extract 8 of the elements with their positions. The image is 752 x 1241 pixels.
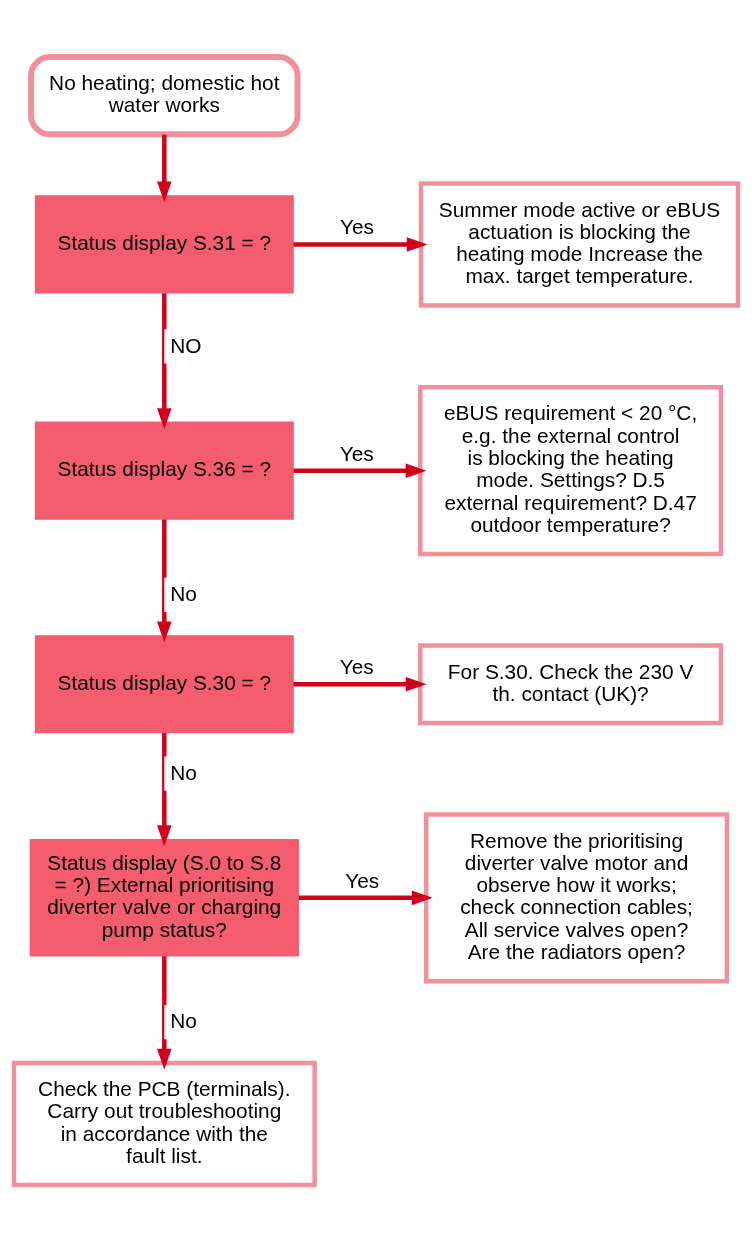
edge-label: Yes	[340, 214, 375, 238]
edge-label: NO	[170, 333, 202, 357]
edge-label: No	[170, 581, 197, 605]
edge-label: Yes	[339, 654, 374, 678]
edge-label: Yes	[345, 868, 380, 892]
edge-label: No	[170, 760, 197, 784]
edge-label: Yes	[339, 441, 374, 465]
edge-label: No	[170, 1008, 197, 1032]
